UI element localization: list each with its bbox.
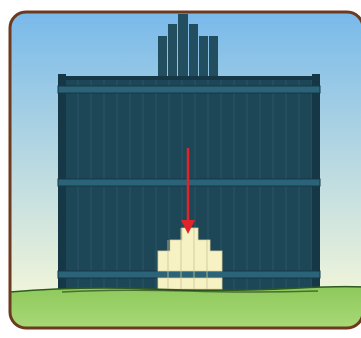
fence-rail-bottom [57, 270, 321, 279]
fence-top-edge [62, 76, 316, 80]
fence-top-board [178, 14, 188, 82]
fence-top-board [209, 36, 218, 82]
grass-shadow [61, 289, 319, 293]
sunlight-patch [157, 227, 223, 272]
grass-ground [10, 285, 361, 328]
sunlight-patch-base [157, 277, 223, 290]
fence-top-board [199, 36, 208, 82]
frame-border [8, 10, 361, 330]
down-arrow-icon [181, 148, 195, 234]
fence-top-extension [158, 14, 218, 82]
scene-content [10, 14, 361, 328]
fence-rail-top [57, 85, 321, 94]
fence-top-board [168, 24, 177, 82]
fence-top-board [189, 24, 198, 82]
fence-top-board [158, 36, 167, 82]
sunlight-board-gaps [167, 228, 208, 289]
